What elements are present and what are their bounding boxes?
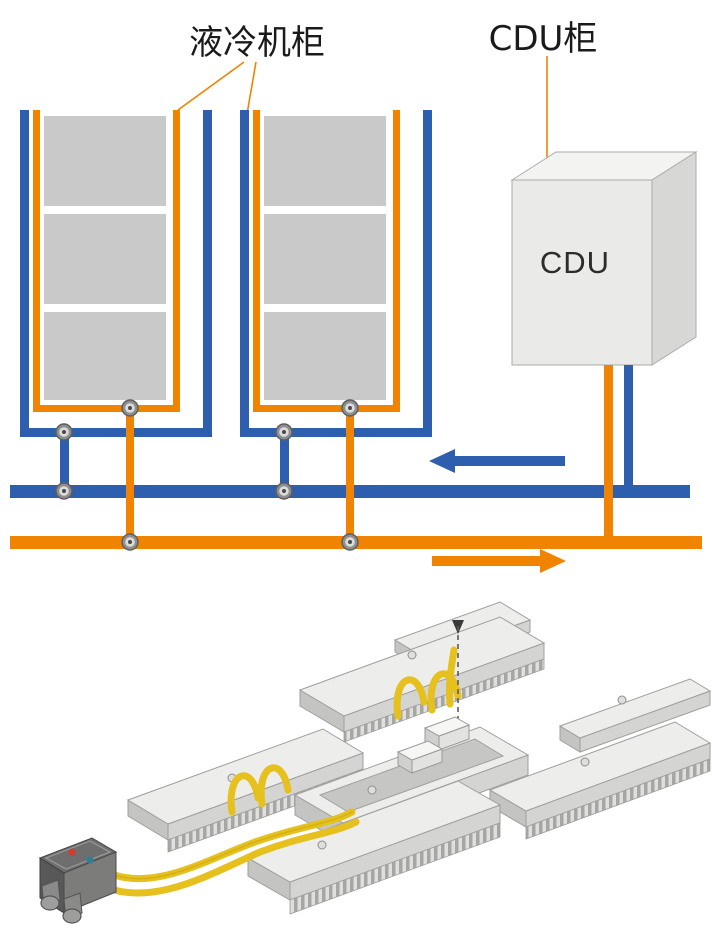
- coolant-tube-vertical: [446, 646, 458, 708]
- liquid-cooling-cabinet-2: [240, 110, 432, 498]
- coolant-tube-loop: [427, 670, 462, 714]
- cabinet2-blue-bottom: [240, 428, 432, 437]
- cabinet2-server-block: [264, 116, 386, 206]
- coupler-nozzle-tip: [40, 895, 60, 911]
- cabinet2-orange-bottom: [253, 405, 400, 412]
- cabinet1-orange-left: [33, 110, 40, 412]
- cold-plate-board: [488, 721, 712, 840]
- cabinet2-blue-riser: [280, 437, 289, 498]
- cdu-box-label: CDU: [540, 245, 610, 280]
- hose-coupler: [38, 837, 118, 924]
- coolant-tube-loop: [257, 764, 292, 808]
- cabinet1-orange-right: [173, 110, 180, 412]
- valve-icon: [341, 399, 359, 417]
- quick-connector-socket: [396, 740, 444, 774]
- cabinet1-server-block: [44, 214, 166, 304]
- coolant-hose-highlight: [101, 811, 353, 880]
- screw-icon: [407, 650, 417, 660]
- liquid-cooling-cabinet-1: [20, 110, 212, 498]
- blue-indicator-dot: [86, 856, 94, 864]
- cabinet2-orange-right: [393, 110, 400, 412]
- cabinet2-server-block: [264, 214, 386, 304]
- cabinet1-orange-bottom: [33, 405, 180, 412]
- cabinet1-blue-left: [20, 110, 29, 437]
- cabinet2-blue-right: [423, 110, 432, 437]
- valve-icon: [121, 533, 139, 551]
- leader-line-cabinet-1: [177, 61, 245, 111]
- valve-icon: [341, 533, 359, 551]
- cabinet2-server-block: [264, 312, 386, 400]
- leader-line-cabinet-2: [246, 61, 257, 115]
- coupler-nozzle-tip: [62, 908, 82, 924]
- coolant-tubes: [94, 646, 462, 897]
- cabinet1-orange-riser: [126, 412, 134, 549]
- cabinet2-orange-left: [253, 110, 260, 412]
- cabinet1-blue-right: [203, 110, 212, 437]
- coupler-flange: [44, 840, 112, 870]
- valve-icon: [55, 482, 73, 500]
- cdu-right-face: [651, 151, 697, 366]
- cabinet1-blue-bottom: [20, 428, 212, 437]
- valve-icon: [275, 423, 293, 441]
- red-indicator-dot: [68, 848, 76, 856]
- cabinet2-orange-riser: [346, 412, 354, 549]
- cdu-blue-riser: [624, 365, 633, 498]
- cabinet1-server-block: [44, 312, 166, 400]
- cold-plate-board: [558, 678, 712, 753]
- cold-plate-board: [246, 780, 502, 915]
- coolant-tube-loop: [393, 676, 428, 720]
- cold-plate-board: [298, 616, 546, 743]
- cabinet1-server-block: [44, 116, 166, 206]
- orange-flow-arrow-right-icon: [432, 549, 566, 573]
- blue-flow-arrow-left-icon: [429, 449, 565, 473]
- coolant-tube-loop: [227, 772, 262, 816]
- cdu-front-face: [511, 179, 653, 366]
- valve-icon: [275, 482, 293, 500]
- screw-icon: [317, 840, 327, 850]
- cabinet2-blue-left: [240, 110, 249, 437]
- screw-icon: [367, 785, 377, 795]
- quick-connector-plug: [423, 716, 471, 751]
- cdu-cabinet-label: CDU柜: [489, 19, 598, 59]
- cooling-loop-schematic: 液冷机柜 CDU柜: [10, 19, 702, 573]
- valve-icon: [121, 399, 139, 417]
- cdu-orange-riser: [604, 365, 613, 549]
- coolant-hose-main: [94, 818, 360, 897]
- cdu-box: CDU: [510, 151, 698, 366]
- screw-icon: [580, 757, 590, 767]
- cabinet1-blue-riser: [60, 437, 69, 498]
- screw-icon: [617, 695, 627, 705]
- liquid-cooling-cabinet-label: 液冷机柜: [189, 23, 325, 63]
- valve-icon: [55, 423, 73, 441]
- cold-plate-assembly-illustration: [38, 601, 712, 924]
